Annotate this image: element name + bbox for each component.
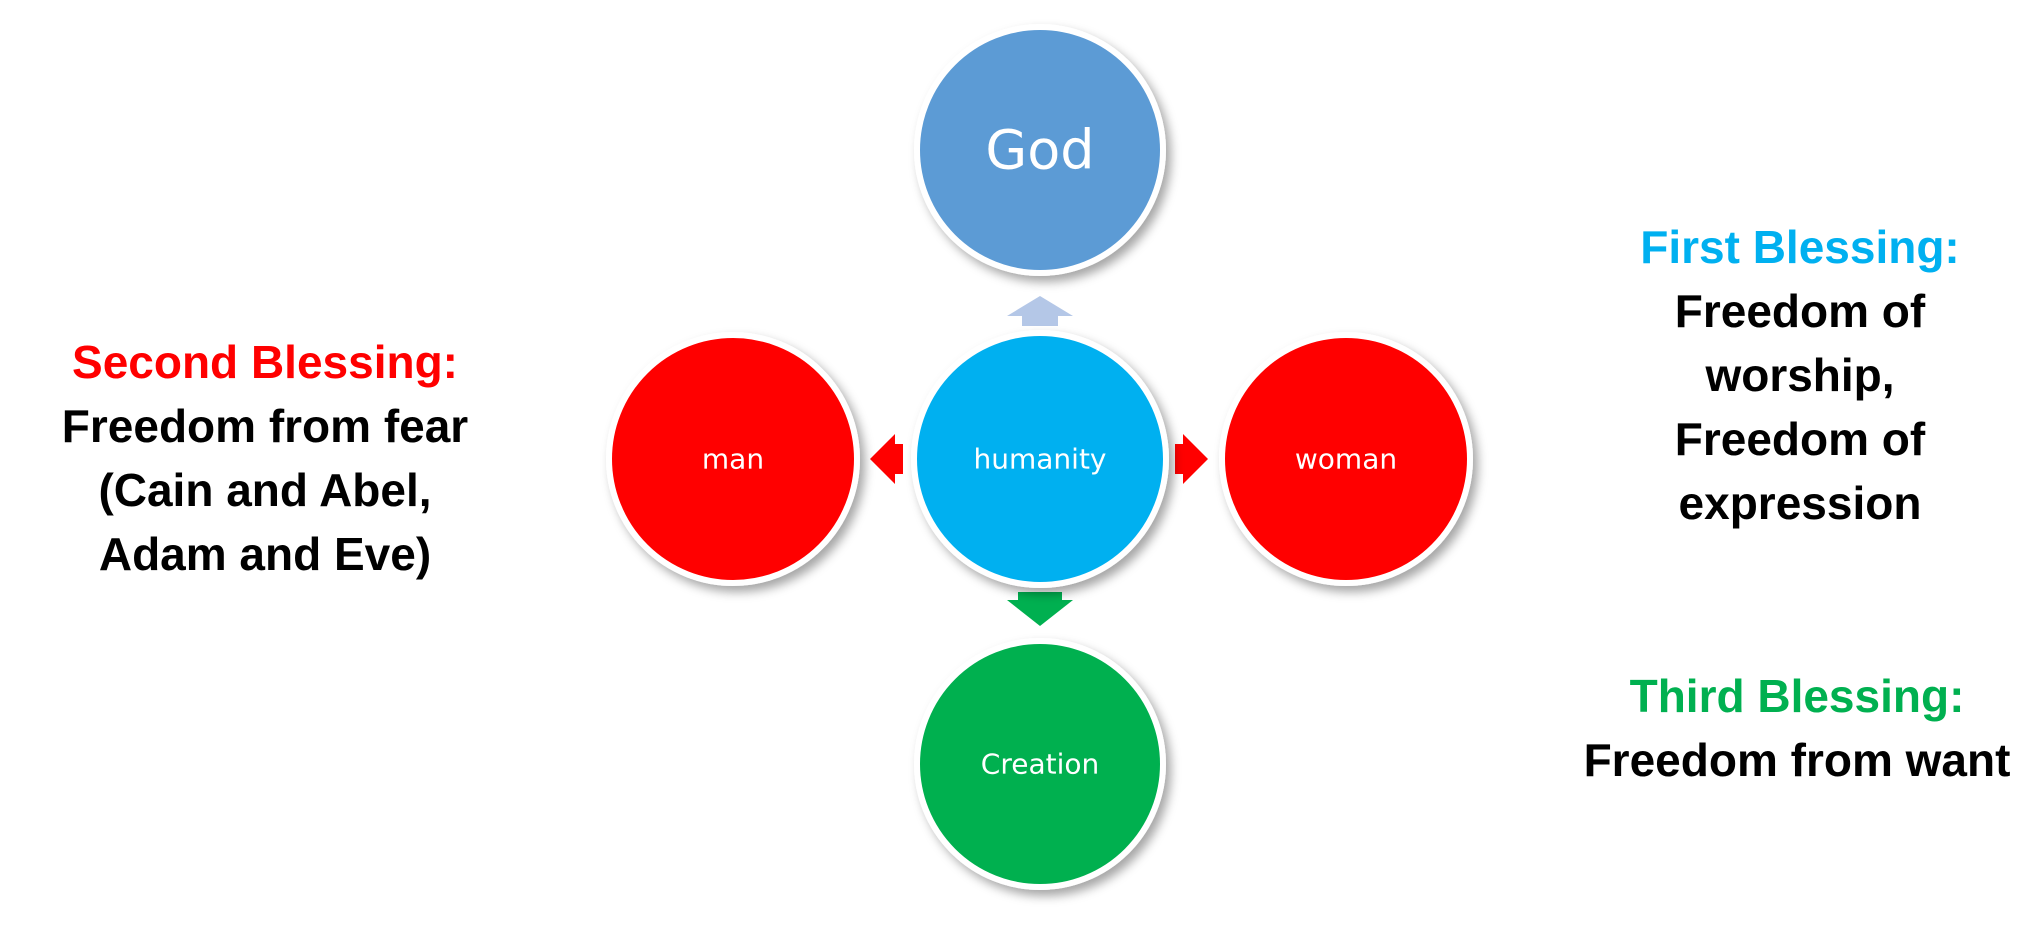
node-creation: Creation (914, 638, 1166, 890)
node-woman: woman (1219, 332, 1473, 586)
arrow-to-god (1007, 296, 1073, 326)
creation-label: Creation (981, 748, 1099, 781)
humanity-label: humanity (974, 443, 1107, 476)
arrow-to-woman (1175, 434, 1208, 484)
second-blessing-line: Freedom from fear (61, 400, 469, 452)
third-blessing-block: Third Blessing: Freedom from want (1560, 664, 2034, 792)
first-blessing-line: Freedom of (1674, 413, 1926, 465)
second-blessing-heading: Second Blessing: (72, 336, 458, 388)
woman-label: woman (1295, 443, 1397, 476)
first-blessing-line: Freedom of (1674, 285, 1926, 337)
arrow-to-man (870, 434, 903, 484)
second-blessing-block: Second Blessing: Freedom from fear (Cain… (0, 330, 530, 586)
first-blessing-line: worship, (1705, 349, 1895, 401)
first-blessing-block: First Blessing: Freedom of worship, Free… (1600, 215, 2000, 535)
node-man: man (606, 332, 860, 586)
man-label: man (702, 443, 764, 476)
humanity-circle (911, 330, 1169, 588)
arrow-to-creation (1007, 600, 1073, 626)
woman-circle (1219, 332, 1473, 586)
third-blessing-line: Freedom from want (1583, 734, 2011, 786)
second-blessing-line: Adam and Eve) (98, 528, 432, 580)
third-blessing-heading: Third Blessing: (1629, 670, 1965, 722)
second-blessing-line: (Cain and Abel, (98, 464, 432, 516)
node-humanity: humanity (911, 330, 1169, 588)
god-label: God (985, 119, 1094, 182)
node-god: God (914, 24, 1166, 276)
god-circle (914, 24, 1166, 276)
man-circle (606, 332, 860, 586)
first-blessing-line: expression (1678, 477, 1922, 529)
arrow-to-creation-stem (1018, 592, 1062, 602)
first-blessing-heading: First Blessing: (1640, 221, 1960, 273)
creation-circle (914, 638, 1166, 890)
